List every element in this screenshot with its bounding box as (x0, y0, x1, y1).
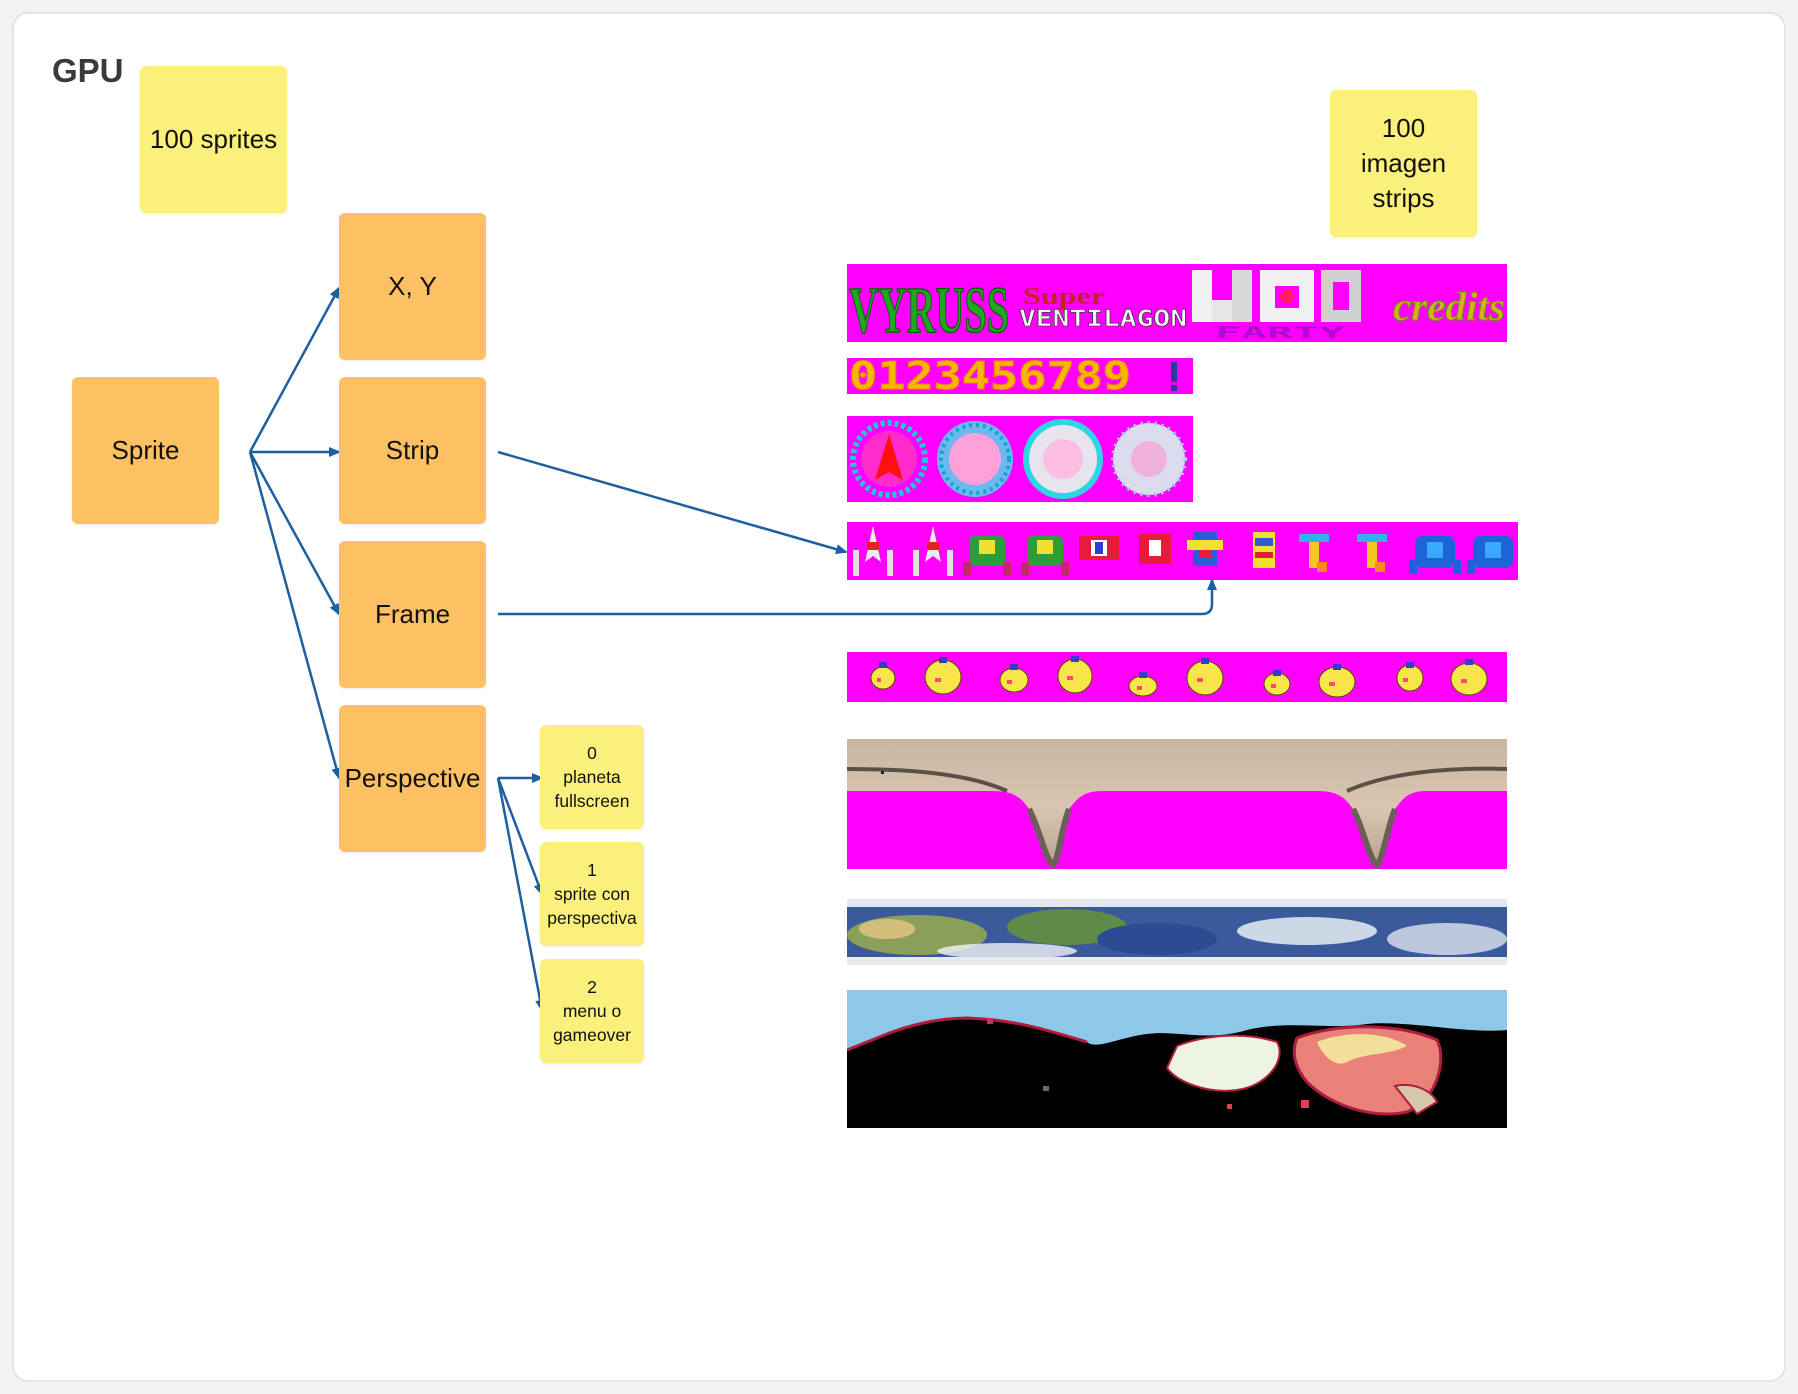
strip-node[interactable]: Strip (339, 377, 486, 524)
explosion-frame-1 (850, 420, 928, 498)
explosion-frame-2 (937, 421, 1013, 497)
farty-logo: FARTY (1215, 323, 1346, 342)
perspective-node-label: Perspective (344, 763, 481, 793)
scorpion-enemy-frame-2 (1357, 534, 1387, 572)
mode-0-line1: planeta (563, 766, 621, 787)
sky-band-strip-image (847, 739, 1507, 869)
arrow-strip-to-enemy-strip (497, 450, 848, 555)
mode-0-line2: fullscreen (554, 791, 630, 812)
vyruss-logo: VYRUSS (849, 274, 1009, 342)
perspective-node[interactable]: Perspective (339, 705, 486, 852)
blue-enemy-frame-1 (1409, 536, 1461, 574)
perspective-mode-1-note[interactable]: 1 sprite con perspectiva (540, 842, 644, 946)
arrow-sprite-to-perspective (248, 451, 342, 780)
digits-glyphs: 0123456789 (849, 358, 1131, 394)
scorpion-enemy-frame-1 (1299, 534, 1329, 572)
arrow-sprite-to-frame (248, 451, 341, 616)
strips-count-line1: 100 imagen (1360, 112, 1447, 178)
enemy-strip-image (847, 522, 1518, 580)
perspective-mode-2-note[interactable]: 2 menu o gameover (540, 959, 644, 1063)
sprites-count-text: 100 sprites (149, 123, 278, 154)
sprites-count-note[interactable]: 100 sprites (140, 66, 287, 213)
green-enemy-frame-2 (1021, 536, 1069, 576)
mode-1-line1: sprite con (554, 883, 630, 904)
ventilagon-logo: VENTILAGON (1019, 307, 1187, 332)
bee-enemy-frame-1 (1187, 532, 1223, 566)
ship-frame-1 (853, 526, 893, 576)
connector-layer (248, 286, 1217, 1012)
arrow-perspective-to-mode1 (496, 777, 544, 896)
perspective-mode-0-note[interactable]: 0 planeta fullscreen (540, 725, 644, 829)
strips-count-note[interactable]: 100 imagen strips (1330, 90, 1477, 237)
arrow-perspective-to-mode2 (496, 777, 546, 1012)
strips-count-line2: strips (1372, 183, 1435, 214)
gpu-board: GPU 100 sprites 100 imagen strips Sprite (12, 12, 1786, 1382)
planet-texture-strip-image (847, 899, 1507, 965)
explosion-strip-image (847, 416, 1193, 502)
xy-node-label: X, Y (388, 271, 437, 301)
arrow-sprite-to-xy (248, 286, 341, 453)
mode-2-number: 2 (587, 976, 597, 997)
explosion-frame-4 (1111, 421, 1187, 497)
green-enemy-frame-1 (963, 536, 1011, 576)
red-enemy-frame-2 (1139, 534, 1171, 564)
mode-0-number: 0 (587, 742, 597, 763)
explosion-frame-3 (1023, 419, 1103, 499)
xy-node[interactable]: X, Y (339, 213, 486, 360)
mode-2-line2: gameover (553, 1025, 631, 1046)
chick-strip-image (847, 652, 1507, 702)
arrow-frame-to-enemy-frame (498, 578, 1217, 616)
sprite-node[interactable]: Sprite (72, 377, 219, 524)
mode-2-line1: menu o (562, 1000, 622, 1021)
digits-strip-image: 0123456789 (847, 358, 1193, 394)
map-band-strip-image (847, 990, 1507, 1128)
credits-logo: credits (1393, 284, 1505, 329)
frame-node[interactable]: Frame (339, 541, 486, 688)
frame-title: GPU (52, 52, 124, 89)
ship-frame-2 (913, 526, 953, 576)
bee-enemy-frame-2 (1253, 532, 1275, 568)
super-logo: Super (1023, 284, 1105, 310)
red-enemy-frame-1 (1079, 536, 1119, 560)
title-logos-strip-image: VYRUSS Super VENTILAGON FARTY credits (847, 264, 1507, 342)
mode-1-line2: perspectiva (547, 908, 637, 929)
blue-enemy-frame-2 (1467, 536, 1513, 574)
vlad-logo (1192, 270, 1361, 322)
frame-node-label: Frame (374, 599, 451, 629)
sprite-node-label: Sprite (111, 435, 180, 465)
strip-node-label: Strip (385, 435, 440, 465)
mode-1-number: 1 (587, 859, 597, 880)
